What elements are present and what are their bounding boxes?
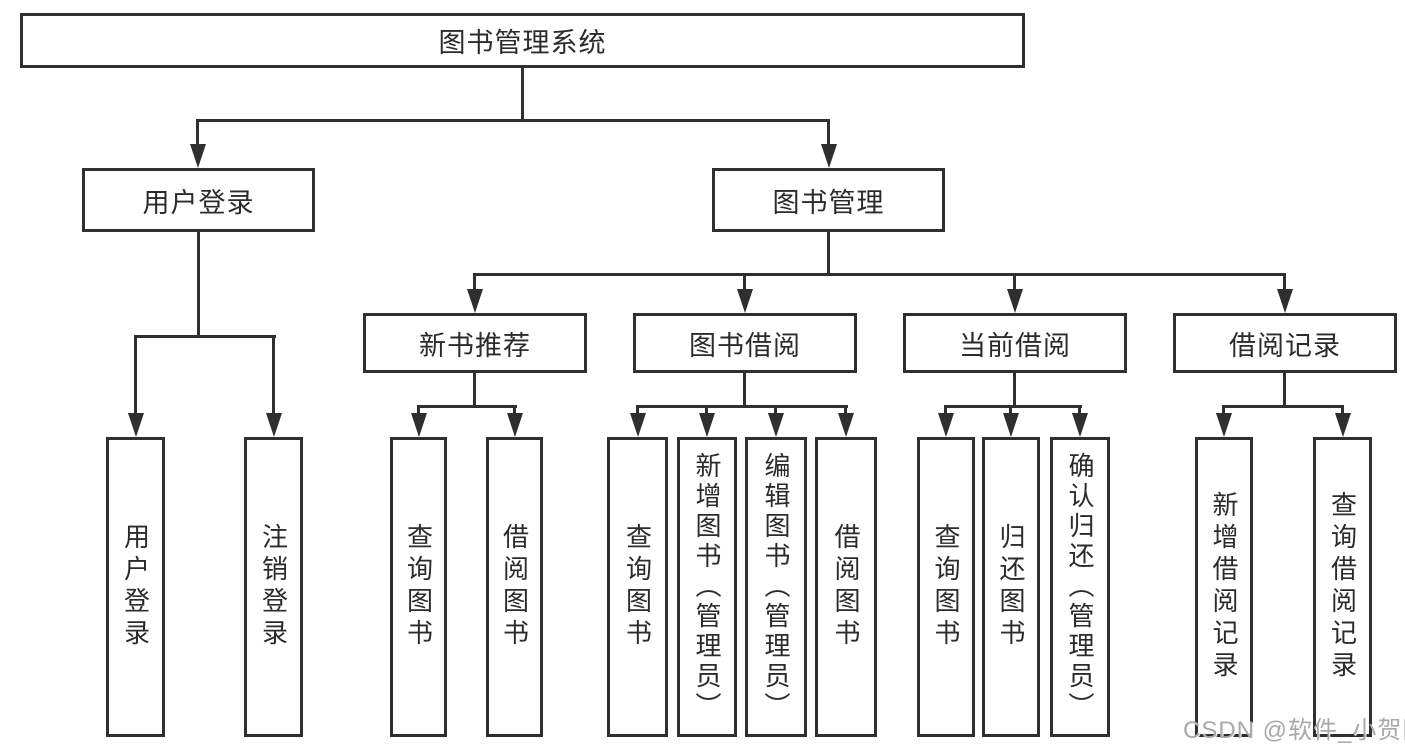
leaf-add-borrow-record-label: 新增借阅记录 [1209, 491, 1239, 683]
arrow-down-icon [1078, 405, 1081, 413]
arrow-down-icon [272, 335, 275, 413]
leaf-confirm-return-admin: 确认归还（管理员） [1050, 437, 1110, 737]
arrow-down-icon [844, 405, 847, 413]
leaf-borrow-books-2: 借阅图书 [815, 437, 877, 737]
node-book-borrow: 图书借阅 [633, 313, 857, 373]
connector-records-rail [1222, 405, 1344, 408]
leaf-query-books-1: 查询图书 [390, 437, 447, 737]
leaf-user-login-label: 用户登录 [120, 523, 151, 651]
arrow-down-icon [827, 119, 830, 144]
connector-user-stem [197, 232, 200, 338]
node-current-borrow-label: 当前借阅 [959, 330, 1071, 361]
leaf-return-books-label: 归还图书 [996, 523, 1026, 651]
leaf-edit-books-admin: 编辑图书（管理员） [745, 437, 807, 737]
connector-current-stem [1013, 373, 1016, 408]
node-root-label: 图书管理系统 [438, 28, 607, 58]
arrow-down-icon [1009, 405, 1012, 413]
connector-current-rail [944, 405, 1082, 408]
node-borrow-records-label: 借阅记录 [1229, 330, 1341, 361]
node-user-login: 用户登录 [82, 168, 315, 232]
leaf-query-borrow-record: 查询借阅记录 [1313, 437, 1372, 737]
node-book-management-label: 图书管理 [772, 187, 885, 218]
leaf-user-login: 用户登录 [106, 437, 165, 737]
connector-mgmt-rail [473, 273, 1285, 276]
leaf-add-borrow-record: 新增借阅记录 [1195, 437, 1253, 737]
arrow-down-icon [1341, 405, 1344, 413]
node-new-book-recommend: 新书推荐 [363, 313, 587, 373]
arrow-down-icon [743, 273, 746, 289]
connector-user-rail [134, 335, 276, 338]
leaf-query-books-2-label: 查询图书 [622, 523, 653, 651]
connector-borrow-stem [743, 373, 746, 408]
node-borrow-records: 借阅记录 [1173, 313, 1397, 373]
leaf-borrow-books-1: 借阅图书 [486, 437, 543, 737]
node-user-login-label: 用户登录 [142, 187, 255, 218]
connector-newbook-stem [473, 373, 476, 408]
connector-records-stem [1283, 373, 1286, 408]
csdn-watermark: CSDN @软件_小贺同学 [1183, 717, 1405, 744]
leaf-add-books-admin-label: 新增图书（管理员） [692, 452, 722, 722]
arrow-down-icon [513, 405, 516, 413]
connector-newbook-rail [417, 405, 517, 408]
node-book-management: 图书管理 [712, 168, 945, 232]
leaf-add-books-admin: 新增图书（管理员） [677, 437, 737, 737]
leaf-query-books-2: 查询图书 [607, 437, 668, 737]
arrow-down-icon [1283, 273, 1286, 289]
arrow-down-icon [134, 335, 137, 413]
leaf-query-borrow-record-label: 查询借阅记录 [1327, 491, 1358, 683]
connector-root-stem [521, 68, 524, 122]
node-new-book-recommend-label: 新书推荐 [419, 330, 531, 361]
connector-borrow-rail [636, 405, 848, 408]
leaf-borrow-books-1-label: 借阅图书 [499, 523, 530, 651]
leaf-edit-books-admin-label: 编辑图书（管理员） [761, 452, 791, 722]
connector-mgmt-stem [827, 232, 830, 276]
arrow-down-icon [944, 405, 947, 413]
node-root-system: 图书管理系统 [20, 13, 1025, 68]
leaf-return-books: 归还图书 [982, 437, 1040, 737]
leaf-query-books-3-label: 查询图书 [931, 523, 961, 651]
leaf-borrow-books-2-label: 借阅图书 [831, 523, 861, 651]
arrow-down-icon [705, 405, 708, 413]
node-book-borrow-label: 图书借阅 [689, 330, 801, 361]
arrow-down-icon [1222, 405, 1225, 413]
leaf-logout: 注销登录 [244, 437, 303, 737]
arrow-down-icon [774, 405, 777, 413]
connector-root-rail [196, 119, 830, 122]
arrow-down-icon [636, 405, 639, 413]
arrow-down-icon [196, 119, 199, 144]
leaf-confirm-return-admin-label: 确认归还（管理员） [1065, 452, 1095, 722]
node-current-borrow: 当前借阅 [903, 313, 1127, 373]
leaf-query-books-1-label: 查询图书 [403, 523, 434, 651]
arrow-down-icon [473, 273, 476, 289]
arrow-down-icon [1013, 273, 1016, 289]
leaf-logout-label: 注销登录 [258, 523, 289, 651]
arrow-down-icon [417, 405, 420, 413]
leaf-query-books-3: 查询图书 [917, 437, 975, 737]
